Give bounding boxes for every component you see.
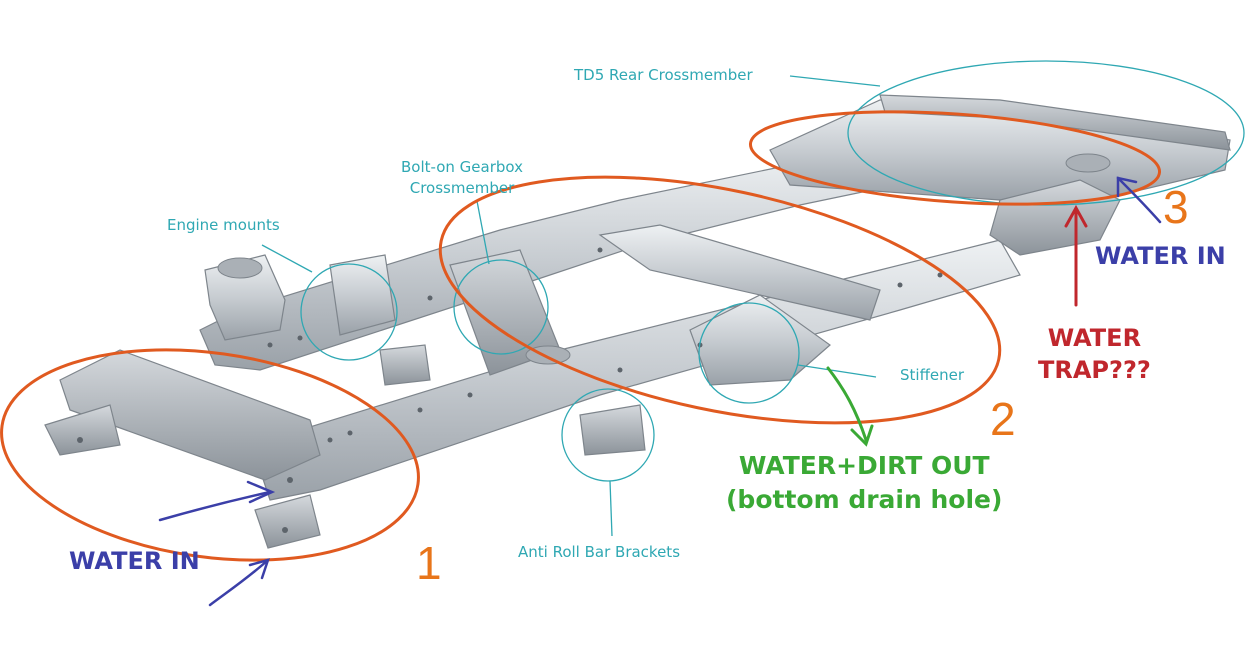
zone-1-ring [0, 348, 420, 562]
water-dirt-out-label-line1: WATER+DIRT OUT [738, 451, 990, 480]
gearbox-crossmember-highlight [453, 259, 549, 355]
engine-mounts-leader [261, 244, 313, 273]
front-dumb-iron-2 [254, 494, 321, 549]
anti-roll-bar-highlight [561, 388, 655, 482]
rear-crossmember-leader [789, 75, 881, 87]
chassis-frame [44, 94, 1231, 549]
callout-markers [261, 60, 1245, 537]
drain-arrow [826, 366, 874, 447]
gearbox-crossmember-label: Bolt-on Gearbox Crossmember [401, 157, 523, 199]
water-in-arrows [158, 176, 1162, 607]
gearbox-crossmember-leader [476, 200, 490, 265]
water-in-front-label: WATER IN [69, 547, 200, 575]
zone-rings [0, 110, 1162, 562]
water-dirt-out-label: WATER+DIRT OUT (bottom drain hole) [726, 449, 1002, 517]
water-in-rear-label: WATER IN [1095, 242, 1226, 270]
central-crossmember [598, 224, 881, 321]
water-in-arrow-front-upper [158, 490, 272, 522]
water-in-arrow-front-lower [208, 558, 270, 607]
zone-3-number: 3 [1163, 181, 1189, 233]
front-dumb-iron [44, 404, 121, 456]
zone-1-number: 1 [416, 537, 442, 589]
anti-roll-bar-bracket [579, 404, 646, 456]
water-trap-arrow [1064, 204, 1088, 307]
water-trap-label: WATER TRAP??? [1038, 322, 1151, 386]
gearbox-crossmember-label-line1: Bolt-on Gearbox [401, 158, 523, 176]
stiffener-label: Stiffener [900, 366, 965, 384]
anti-roll-bar-bracket-2 [379, 344, 431, 386]
zone-2-ring [438, 175, 1002, 425]
zone-2-number: 2 [990, 393, 1016, 445]
engine-mounts-highlight [300, 263, 398, 361]
water-trap-label-line2: TRAP??? [1038, 356, 1151, 384]
front-crossmember [59, 349, 321, 481]
zone-3-ring [748, 110, 1162, 206]
stiffener-leader [797, 364, 877, 378]
engine-mounts-label: Engine mounts [167, 216, 280, 234]
rear-crossmember-label: TD5 Rear Crossmember [574, 66, 753, 84]
anti-roll-bar-brackets-label: Anti Roll Bar Brackets [518, 543, 681, 561]
gearbox-crossmember-label-line2: Crossmember [409, 179, 515, 197]
anti-roll-bar-leader [609, 480, 613, 537]
rear-kick-up [989, 179, 1121, 256]
water-dirt-out-label-line2: (bottom drain hole) [726, 485, 1003, 514]
water-trap-label-line1: WATER [1047, 324, 1142, 352]
engine-mount-turret [204, 254, 286, 341]
stiffener-gusset [689, 294, 831, 386]
engine-mount-bracket [329, 254, 396, 336]
water-in-arrow-rear [1116, 176, 1162, 224]
stiffener-highlight [698, 302, 800, 404]
